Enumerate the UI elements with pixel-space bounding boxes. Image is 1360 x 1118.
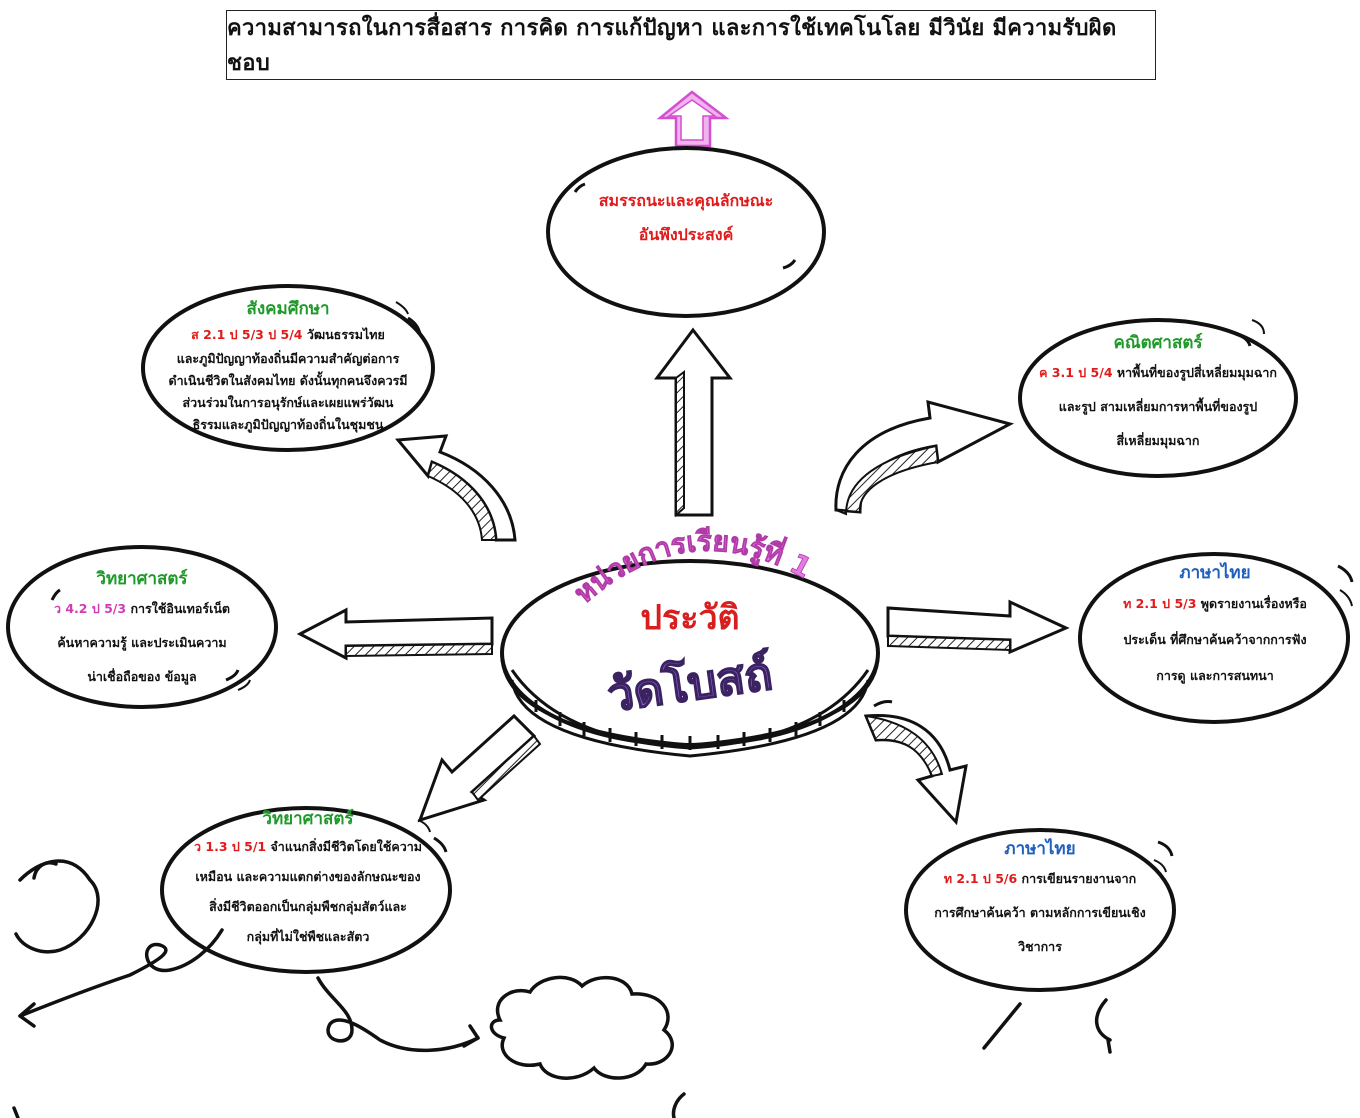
math-bubble [1018, 318, 1298, 478]
science-bottom-text-2: เหมือน และความแตกต่างของลักษณะของ [195, 869, 421, 884]
arrow-upper-right [834, 399, 1015, 516]
competency-line-2: อันพึงประสงค์ [638, 225, 734, 244]
science-bottom-row-1: ว 1.3 ป 5/1 จำแนกสิ่งมีชีวิตโดยใช้ความ [166, 832, 450, 862]
social-text-1: วัฒนธรรมไทย [306, 327, 385, 342]
arrow-lower-right [863, 700, 968, 826]
competency-banner: ความสามารถในการสื่อสาร การคิด การแก้ปัญห… [226, 10, 1156, 80]
thai-right-node: ภาษาไทย ท 2.1 ป 5/3 พูดรายงานเรื่องหรือ … [1090, 560, 1340, 694]
thai-bottom-code: ท 2.1 ป 5/6 [943, 871, 1018, 886]
science-bubble-bottom [160, 806, 452, 974]
science-left-row-1: ว 4.2 ป 5/3 การใช้อินเทอร์เน็ต [30, 592, 254, 626]
social-code: ส 2.1 ป 5/3 ป 5/4 [191, 327, 303, 342]
science-bottom-text-4: กลุ่มที่ไม่ใช่พืชและสัตว [246, 929, 370, 944]
center-title: ประวัติ [640, 598, 740, 638]
science-left-subject: วิทยาศาสตร์ [96, 569, 188, 589]
science-bottom-subject: วิทยาศาสตร์ [262, 809, 354, 829]
thai-right-row-1: ท 2.1 ป 5/3 พูดรายงานเรื่องหรือ [1090, 586, 1340, 622]
social-subject: สังคมศึกษา [246, 299, 330, 319]
social-node: สังคมศึกษา ส 2.1 ป 5/3 ป 5/4 วัฒนธรรมไทย… [152, 296, 424, 436]
math-text-1: หาพื้นที่ของรูปสี่เหลี่ยมมุมฉาก [1116, 365, 1277, 380]
arrow-upper-left [395, 434, 517, 542]
science-bubble-left [6, 545, 278, 709]
science-left-node: วิทยาศาสตร์ ว 4.2 ป 5/3 การใช้อินเทอร์เน… [30, 566, 254, 694]
doodle-decorations [12, 859, 1112, 1118]
up-arrow-icon [656, 90, 730, 148]
thai-bottom-text-2: การศึกษาค้นคว้า ตามหลักการเขียนเชิง [934, 905, 1146, 920]
thai-bubble-right [1078, 552, 1354, 724]
arrow-left [296, 607, 494, 661]
thai-right-text-1: พูดรายงานเรื่องหรือ [1200, 596, 1307, 611]
science-left-text-1: การใช้อินเทอร์เน็ต [130, 601, 231, 616]
math-text-3: สี่เหลี่ยมมุมฉาก [1116, 433, 1200, 448]
thai-right-code: ท 2.1 ป 5/3 [1123, 596, 1197, 611]
thai-right-text-2: ประเด็น ที่ศึกษาค้นคว้าจากการฟัง [1123, 632, 1307, 647]
arrow-up [654, 327, 734, 518]
thai-bottom-text-3: วิชาการ [1018, 939, 1062, 954]
arrow-lower-left [417, 713, 542, 823]
thai-bottom-subject: ภาษาไทย [1004, 839, 1076, 859]
arrow-right [886, 599, 1070, 655]
math-subject: คณิตศาสตร์ [1113, 333, 1203, 353]
social-text-5: ธิรรมและภูมิปัญญาท้องถิ่นในชุมชน [192, 417, 384, 432]
social-text-4: ส่วนร่วมในการอนุรักษ์และเผยแพร่วัฒน [182, 395, 394, 410]
thai-bottom-text-1: การเขียนรายงานจาก [1021, 871, 1137, 886]
science-bottom-code: ว 1.3 ป 5/1 [194, 839, 267, 854]
thai-bubble-bottom [904, 828, 1176, 992]
center-coin [500, 559, 880, 758]
science-left-code: ว 4.2 ป 5/3 [53, 601, 127, 616]
math-text-2: และรูป สามเหลี่ยมการหาพื้นที่ของรูป [1058, 399, 1258, 414]
science-bottom-node: วิทยาศาสตร์ ว 1.3 ป 5/1 จำแนกสิ่งมีชีวิต… [166, 806, 450, 952]
social-text-2: และภูมิปัญญาท้องถิ่นมีความสำคัญต่อการ [176, 351, 400, 366]
math-row-1: ค 3.1 ป 5/4 หาพื้นที่ของรูปสี่เหลี่ยมมุม… [1026, 356, 1290, 390]
competency-bubble [546, 146, 826, 318]
thai-bottom-row-1: ท 2.1 ป 5/6 การเขียนรายงานจาก [912, 862, 1168, 896]
science-left-text-3: น่าเชื่อถือของ ข้อมูล [87, 669, 197, 684]
science-bottom-text-1: จำแนกสิ่งมีชีวิตโดยใช้ความ [270, 839, 422, 854]
science-bottom-text-3: สิ่งมีชีวิตออกเป็นกลุ่มพืชกลุ่มสัตว์และ [209, 899, 407, 914]
thai-right-text-3: การดู และการสนทนา [1156, 668, 1274, 683]
thai-bottom-node: ภาษาไทย ท 2.1 ป 5/6 การเขียนรายงานจาก กา… [912, 836, 1168, 964]
science-left-text-2: ค้นหาความรู้ และประเมินความ [57, 635, 227, 650]
social-bubble [141, 284, 435, 452]
math-code: ค 3.1 ป 5/4 [1039, 365, 1113, 380]
thai-right-subject: ภาษาไทย [1179, 563, 1251, 583]
competency-line-1: สมรรถนะและคุณลักษณะ [598, 191, 774, 210]
social-row-1: ส 2.1 ป 5/3 ป 5/4 วัฒนธรรมไทย [152, 322, 424, 348]
competency-node: สมรรถนะและคุณลักษณะ อันพึงประสงค์ [566, 184, 806, 252]
social-text-3: ดำเนินชีวิตในสังคมไทย ดังนั้นทุกคนจึงควร… [168, 373, 408, 388]
math-node: คณิตศาสตร์ ค 3.1 ป 5/4 หาพื้นที่ของรูปสี… [1026, 330, 1290, 458]
